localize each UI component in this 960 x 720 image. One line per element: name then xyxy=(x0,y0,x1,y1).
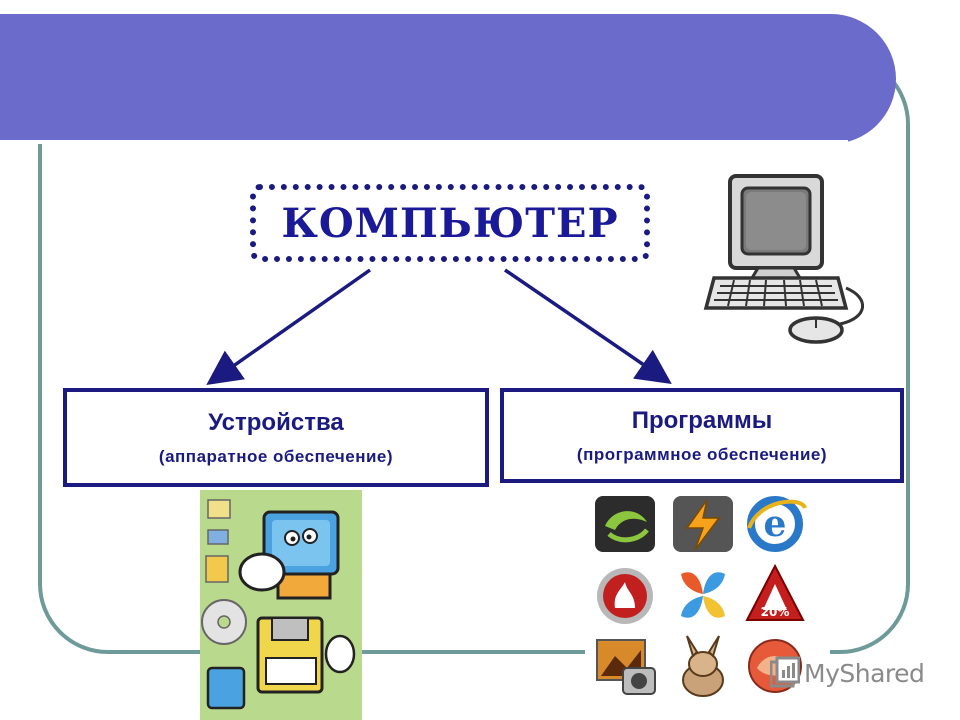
root-label: КОМПЬЮТЕР xyxy=(281,199,619,247)
header-divider xyxy=(0,140,848,144)
arrow-to-programs xyxy=(504,268,672,384)
computer-icon xyxy=(703,174,865,344)
hardware-cartoon-icon xyxy=(200,490,362,720)
svg-text:20%: 20% xyxy=(761,605,790,619)
myshared-logo-icon xyxy=(770,656,800,688)
header-band xyxy=(0,14,896,144)
arrow-to-devices xyxy=(206,268,372,386)
branch-subtitle-devices: (аппаратное обеспечение) xyxy=(158,446,394,466)
svg-text:e: e xyxy=(764,503,787,545)
branch-node-programs: Программы (программное обеспечение) xyxy=(500,388,904,483)
branch-title-programs: Программы xyxy=(631,406,773,434)
branch-node-devices: Устройства (аппаратное обеспечение) xyxy=(63,388,489,487)
root-node: КОМПЬЮТЕР xyxy=(250,184,650,262)
branch-title-devices: Устройства xyxy=(208,408,344,436)
watermark-text: MyShared xyxy=(804,658,925,688)
watermark: MyShared xyxy=(770,656,925,690)
branch-subtitle-programs: (программное обеспечение) xyxy=(576,444,828,464)
